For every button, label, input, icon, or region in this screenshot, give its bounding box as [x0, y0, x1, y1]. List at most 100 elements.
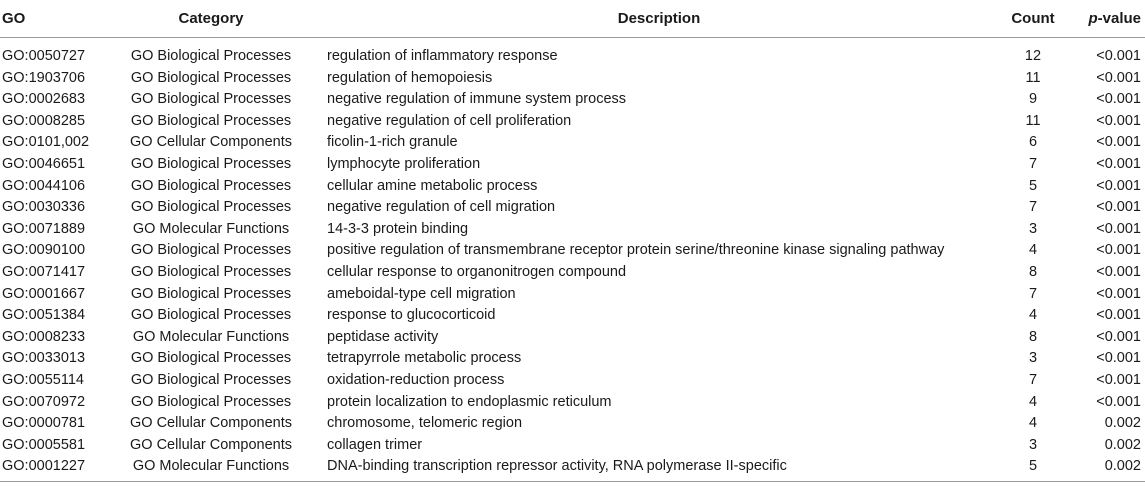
cell-count: 11: [1025, 69, 1041, 86]
cell-category: GO Molecular Functions: [132, 328, 290, 345]
cell-go: GO:0005581: [2, 436, 86, 453]
cell-go: GO:0002683: [2, 91, 86, 108]
cell-category: GO Biological Processes: [130, 371, 292, 388]
cell-category: GO Biological Processes: [130, 199, 292, 216]
cell-pvalue: <0.001: [1096, 48, 1141, 64]
cell-description: negative regulation of cell proliferatio…: [327, 112, 572, 129]
cell-go: GO:0001227: [2, 458, 86, 475]
cell-category: GO Molecular Functions: [132, 458, 290, 475]
cell-category: GO Cellular Components: [130, 436, 292, 453]
cell-pvalue: <0.001: [1096, 393, 1141, 410]
table-header: GO Category Description Count p-value: [0, 0, 1145, 38]
cell-count: 11: [1025, 112, 1041, 129]
cell-category: GO Biological Processes: [130, 155, 292, 172]
cell-pvalue: <0.001: [1096, 350, 1141, 367]
cell-pvalue: <0.001: [1096, 69, 1141, 86]
cell-go: GO:0070972: [2, 393, 86, 410]
cell-count: 4: [1028, 242, 1038, 259]
cell-pvalue: 0.002: [1104, 458, 1141, 475]
cell-count: 7: [1028, 155, 1038, 172]
cell-description: response to glucocorticoid: [327, 307, 496, 324]
cell-category: GO Cellular Components: [130, 134, 292, 151]
cell-pvalue: <0.001: [1096, 285, 1141, 302]
cell-count: 4: [1028, 307, 1038, 324]
cell-count: 5: [1028, 177, 1038, 194]
cell-count: 9: [1028, 91, 1038, 108]
cell-description: lymphocyte proliferation: [327, 155, 481, 172]
cell-go: GO:0071889: [2, 220, 86, 237]
bottom-rule: [0, 481, 1145, 482]
cell-pvalue: 0.002: [1104, 415, 1141, 432]
cell-category: GO Cellular Components: [130, 415, 292, 432]
cell-description: positive regulation of transmembrane rec…: [327, 242, 945, 259]
cell-count: 8: [1028, 263, 1038, 280]
cell-go: GO:0046651: [2, 155, 86, 172]
cell-go: GO:0055114: [2, 371, 84, 388]
cell-pvalue: <0.001: [1096, 134, 1141, 151]
cell-description: cellular response to organonitrogen comp…: [327, 263, 627, 280]
cell-pvalue: <0.001: [1096, 91, 1141, 108]
cell-category: GO Biological Processes: [130, 48, 292, 64]
header-category: Category: [105, 0, 317, 38]
cell-description: cellular amine metabolic process: [327, 177, 538, 194]
cell-description: peptidase activity: [327, 328, 439, 345]
cell-description: negative regulation of cell migration: [327, 199, 556, 216]
header-description: Description: [317, 0, 1001, 38]
cell-count: 4: [1028, 415, 1038, 432]
cell-description: tetrapyrrole metabolic process: [327, 350, 522, 367]
cell-description: chromosome, telomeric region: [327, 415, 523, 432]
header-pvalue-prefix: p: [1088, 10, 1098, 27]
cell-description: ameboidal-type cell migration: [327, 285, 516, 302]
header-pvalue: p-value: [1065, 0, 1145, 38]
cell-go: GO:1903706: [2, 69, 86, 86]
header-count: Count: [1001, 0, 1065, 38]
cell-count: 12: [1024, 48, 1042, 64]
cell-count: 7: [1028, 285, 1038, 302]
cell-pvalue: <0.001: [1096, 263, 1141, 280]
cell-go: GO:0008233: [2, 328, 86, 345]
table-row: GO:0030336 GO Biological Processes negativ…: [0, 197, 1145, 219]
cell-pvalue: <0.001: [1096, 242, 1141, 259]
cell-pvalue: <0.001: [1096, 112, 1141, 129]
cell-go: GO:0050727: [2, 48, 86, 64]
cell-category: GO Biological Processes: [130, 112, 292, 129]
table-row: GO:1903706 GO Biological Processes regulat…: [0, 68, 1145, 90]
cell-category: GO Biological Processes: [130, 69, 292, 86]
cell-category: GO Biological Processes: [130, 177, 292, 194]
cell-count: 5: [1028, 458, 1038, 475]
cell-pvalue: <0.001: [1096, 328, 1141, 345]
cell-go: GO:0071417: [2, 263, 86, 280]
cell-go: GO:0008285: [2, 112, 86, 129]
cell-go: GO:0030336: [2, 199, 86, 216]
cell-pvalue: <0.001: [1096, 177, 1141, 194]
cell-category: GO Biological Processes: [130, 307, 292, 324]
cell-description: regulation of hemopoiesis: [327, 69, 493, 86]
cell-go: GO:0033013: [2, 350, 86, 367]
cell-count: 3: [1028, 220, 1038, 237]
spacer-cell: [0, 38, 1145, 47]
table-row: GO:0046651 GO Biological Processes lymphoc…: [0, 154, 1145, 176]
cell-count: 3: [1028, 350, 1038, 367]
header-pvalue-suffix: -value: [1097, 10, 1141, 27]
cell-count: 6: [1028, 134, 1038, 151]
cell-pvalue: <0.001: [1096, 199, 1141, 216]
table-row: GO:0008285 GO Biological Processes negativ…: [0, 111, 1145, 133]
table-spacer: [0, 38, 1145, 47]
cell-count: 3: [1028, 436, 1038, 453]
cell-count: 8: [1028, 328, 1038, 345]
cell-pvalue: <0.001: [1096, 155, 1141, 172]
cell-go: GO:0000781: [2, 415, 86, 432]
cell-pvalue: <0.001: [1096, 220, 1141, 237]
table-row: GO:0008233 GO Molecular Functions peptidas…: [0, 327, 1145, 349]
cell-description: collagen trimer: [327, 436, 423, 453]
cell-count: 7: [1028, 199, 1038, 216]
